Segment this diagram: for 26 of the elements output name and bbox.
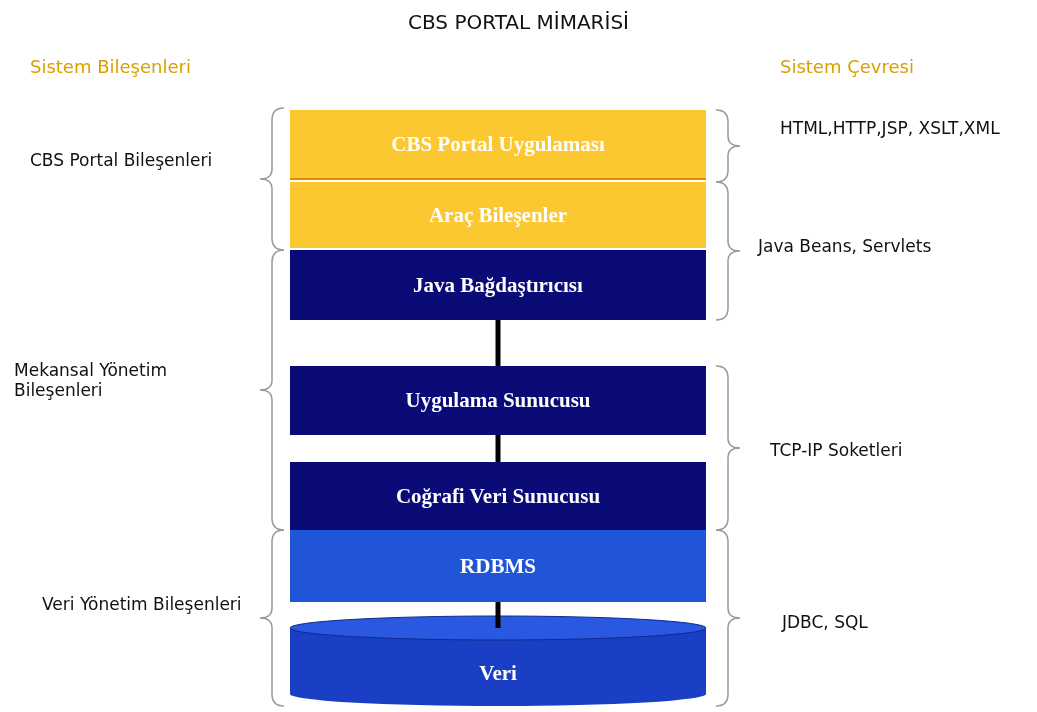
connector-line — [495, 435, 501, 462]
layer-box — [290, 462, 706, 530]
group-label: Mekansal Yönetim Bileşenleri — [14, 360, 168, 401]
technology-label: HTML,HTTP,JSP, XSLT,XML — [780, 118, 1000, 139]
layer-label: Coğrafi Veri Sunucusu — [395, 483, 601, 509]
layer-label: Veri — [479, 660, 517, 686]
technology-label: JDBC, SQL — [782, 612, 868, 633]
layer-box — [290, 530, 706, 602]
technology-label: TCP-IP Soketleri — [770, 440, 903, 461]
title: CBS PORTAL MİMARİSİ — [407, 10, 630, 34]
layer-label: CBS Portal Uygulaması — [391, 131, 605, 157]
layer-label: Uygulama Sunucusu — [405, 388, 591, 413]
column-heading: Sistem Bileşenleri — [30, 56, 191, 78]
technology-label: Java Beans, Servlets — [758, 236, 932, 257]
layer-box — [290, 182, 706, 248]
layer-label: RDBMS — [460, 553, 536, 579]
group-label: Veri Yönetim Bileşenleri — [42, 594, 242, 615]
layer-box — [290, 110, 706, 180]
layer-label: Java Bağdaştırıcısı — [413, 272, 583, 298]
layer-label: Araç Bileşenler — [428, 202, 568, 228]
connector-line — [495, 602, 501, 628]
layer-box — [290, 250, 706, 320]
column-heading: Sistem Çevresi — [780, 56, 914, 78]
group-label: CBS Portal Bileşenleri — [30, 150, 213, 171]
layer-box — [290, 366, 706, 435]
connector-line — [495, 320, 501, 366]
